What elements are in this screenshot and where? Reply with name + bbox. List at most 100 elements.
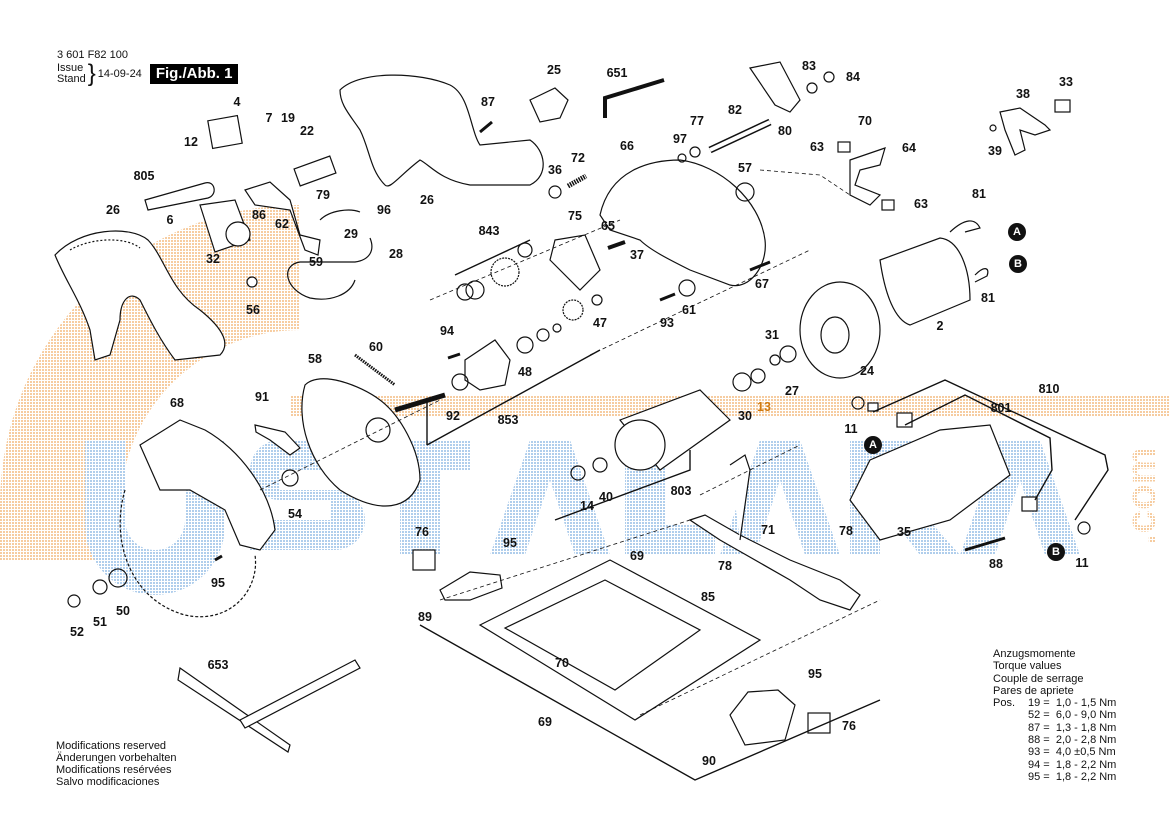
part-label: 31 [765,328,779,342]
part-spring-60 [354,353,396,387]
torque-pos-label: Pos. [993,697,1016,710]
part-label: 803 [670,484,692,498]
part-ring-92 [451,373,469,391]
part-washer-77 [689,146,701,158]
watermark-com: .com [1117,447,1164,545]
part-gear-47 [562,299,584,321]
part-label: 47 [593,316,607,330]
part-label: 96 [377,203,391,217]
svg-text:.com: .com [1117,447,1164,545]
part-fence-71 [688,514,861,611]
part-label: 87 [481,95,495,109]
torque-row: 95 = 1,8 - 2,2 Nm [1028,770,1117,783]
part-handle-26-left [54,230,226,361]
part-label: 94 [440,324,454,338]
part-label: 52 [70,625,84,639]
part-label: 79 [316,188,330,202]
torque-row: 87 = 1,3 - 1,8 Nm [1028,721,1117,734]
connector-marker-b: B [1047,543,1065,561]
part-cap-63-bottom [881,199,895,211]
part-label: 70 [555,656,569,670]
torque-row: 88 = 2,0 - 2,8 Nm [1028,734,1117,747]
part-label: 653 [207,658,229,672]
part-fan-30 [732,372,752,392]
torque-title: Torque values [993,660,1062,673]
part-label: 24 [860,364,874,378]
part-label: 59 [309,255,323,269]
part-label: 69 [538,715,552,729]
part-bracket-90 [729,689,796,746]
watermark-orange-band [290,395,1169,417]
part-screw-52 [67,594,81,608]
part-screw-95-left [214,554,223,562]
part-label: 61 [682,303,696,317]
part-label: 60 [369,340,383,354]
part-label: 56 [246,303,260,317]
part-lever-38 [999,107,1052,156]
part-label: 97 [673,132,687,146]
part-washer-51 [92,579,108,595]
part-label: 91 [255,390,269,404]
part-label: 810 [1038,382,1060,396]
watermark-orange-circle [0,205,300,560]
part-housing-66 [599,159,766,287]
torque-row: 94 = 1,8 - 2,2 Nm [1028,758,1117,771]
part-label: 67 [755,277,769,291]
part-label: 40 [599,490,613,504]
part-label: 19 [281,111,295,125]
part-label: 83 [802,59,816,73]
part-switch-4 [207,114,243,150]
part-number: 3 601 F82 100 [57,49,128,61]
part-label: 81 [972,187,986,201]
part-label: 58 [308,352,322,366]
part-label: 6 [166,213,174,227]
torque-title: Anzugsmomente [993,648,1076,660]
part-cable-sleeve-6 [144,182,215,211]
connector-marker-a: A [864,436,882,454]
part-label: 11 [844,422,858,436]
part-washer-97 [677,153,687,163]
part-label: 35 [897,525,911,539]
part-bracket-64 [849,147,886,206]
part-label: 95 [503,536,517,550]
part-label: 30 [738,409,752,423]
part-label: 80 [778,124,792,138]
part-cap-63-top [837,141,851,153]
issue-block: Issue Stand } 14-09-24 Fig./Abb. 1 [57,62,239,86]
part-nut-84 [823,71,835,83]
part-motor-housing [849,424,1011,541]
part-bushing-47 [591,294,603,306]
part-label: 71 [761,523,775,537]
part-cap-11b [1077,521,1091,535]
part-gear-843b [465,280,485,300]
part-pin-67 [749,260,771,272]
part-wire-96 [319,209,361,221]
part-lever-91 [254,424,301,456]
part-label: 70 [858,114,872,128]
part-lever-80 [748,61,801,113]
part-screw-93 [659,292,676,302]
part-handle-26-top [339,74,544,187]
part-fence-arm [729,454,751,541]
part-bearing-13 [750,368,766,384]
part-label: 54 [288,507,302,521]
part-label: 26 [106,203,120,217]
torque-row: 93 = 4,0 ±0,5 Nm [1028,746,1116,759]
part-gear-843c [490,257,520,287]
group-bracket-803 [554,450,691,521]
part-label: 28 [389,247,403,261]
part-label: 72 [571,151,585,165]
note-line: Modifications resérvées [56,764,172,776]
part-bearing-48 [516,336,534,354]
part-spring-39 [989,124,997,132]
note-line: Änderungen vorbehalten [56,752,177,764]
part-label: 76 [415,525,429,539]
part-label: 63 [810,140,824,154]
part-label: 51 [93,615,107,629]
part-label: 93 [660,316,674,330]
issue-labels: Issue Stand [57,63,86,85]
part-brush-holder-b [1021,496,1038,512]
note-line: Modifications reserved [56,740,167,752]
